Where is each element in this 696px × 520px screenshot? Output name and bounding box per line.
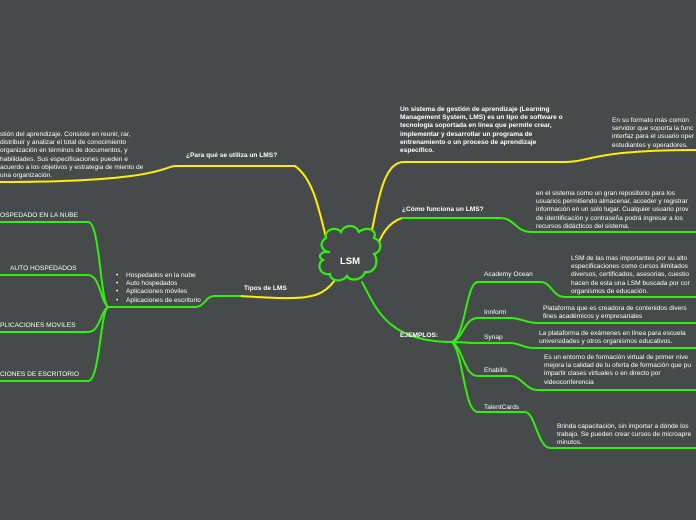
- branch-purpose: [0, 165, 331, 255]
- example-name-innform[interactable]: Innform: [484, 309, 507, 316]
- types-list-item: Hospedados en la nube: [114, 272, 201, 280]
- purpose-topic-label[interactable]: ¿Para qué se utiliza un LMS?: [186, 152, 278, 159]
- types-list-item: Aplicaciones móviles: [114, 288, 201, 296]
- examples-topic-label[interactable]: EJEMPLOS:: [400, 332, 439, 339]
- how-description: en el sistema como un gran repositorio p…: [536, 190, 689, 230]
- example-line-3: [451, 341, 696, 349]
- types-list-item: Auto hospedados: [114, 280, 201, 288]
- types-leaf-desktop[interactable]: CIONES DE ESCRITORIO: [0, 371, 80, 378]
- example-line-4: [451, 341, 696, 391]
- types-topic-label[interactable]: Tipos de LMS: [244, 285, 287, 292]
- leaf-line-2: [0, 274, 109, 308]
- types-list-item: Aplicaciones de escritorio: [114, 297, 201, 305]
- example-name-synap[interactable]: Synap: [484, 334, 503, 341]
- types-list: Hospedados en la nube Auto hospedados Ap…: [114, 272, 201, 305]
- center-cloud[interactable]: [318, 224, 382, 282]
- example-name-talentcards[interactable]: TalentCards: [484, 404, 520, 411]
- example-text-innform: Plataforma que es creadora de contenidos…: [543, 305, 687, 321]
- leaf-line-4: [0, 306, 109, 382]
- definition-detail: En su formato más común servidor que sop…: [612, 117, 695, 149]
- branch-types: [239, 279, 336, 300]
- types-leaf-cloud[interactable]: OSPEDADO EN LA NUBE: [0, 212, 79, 219]
- how-topic-label[interactable]: ¿Cómo funciona un LMS?: [402, 206, 484, 213]
- purpose-description: stión del aprendizaje. Consiste en reuni…: [0, 131, 144, 180]
- example-line-5: [451, 341, 696, 449]
- leaf-line-1: [0, 221, 109, 308]
- example-text-synap: La plataforma de exámenes en línea para …: [539, 330, 686, 346]
- branch-types-list: [107, 295, 241, 308]
- example-name-ehabilis[interactable]: Ehabilis: [484, 367, 508, 374]
- types-leaf-self-hosted[interactable]: AUTO HOSPEDADOS: [10, 265, 77, 272]
- example-text-academy-ocean: LSM de las mas importantes por su alto e…: [571, 255, 690, 295]
- example-name-academy-ocean[interactable]: Academy Ocean: [484, 271, 533, 278]
- example-text-talentcards: Brinda capacitación, sin importar a dónd…: [557, 423, 692, 447]
- example-line-1: [451, 281, 696, 343]
- types-leaf-mobile[interactable]: PLICACIONES MOVILES: [0, 322, 76, 329]
- example-text-ehabilis: Es un entorno de formación virtual de pr…: [544, 354, 691, 386]
- definition-topic-text[interactable]: Un sistema de gestión de aprendizaje (Le…: [400, 106, 563, 155]
- center-topic-label[interactable]: LSM: [339, 256, 361, 267]
- branch-definition: [366, 149, 696, 255]
- branch-how-detail: [401, 217, 696, 233]
- branch-examples: [361, 281, 453, 343]
- example-line-2: [451, 317, 696, 343]
